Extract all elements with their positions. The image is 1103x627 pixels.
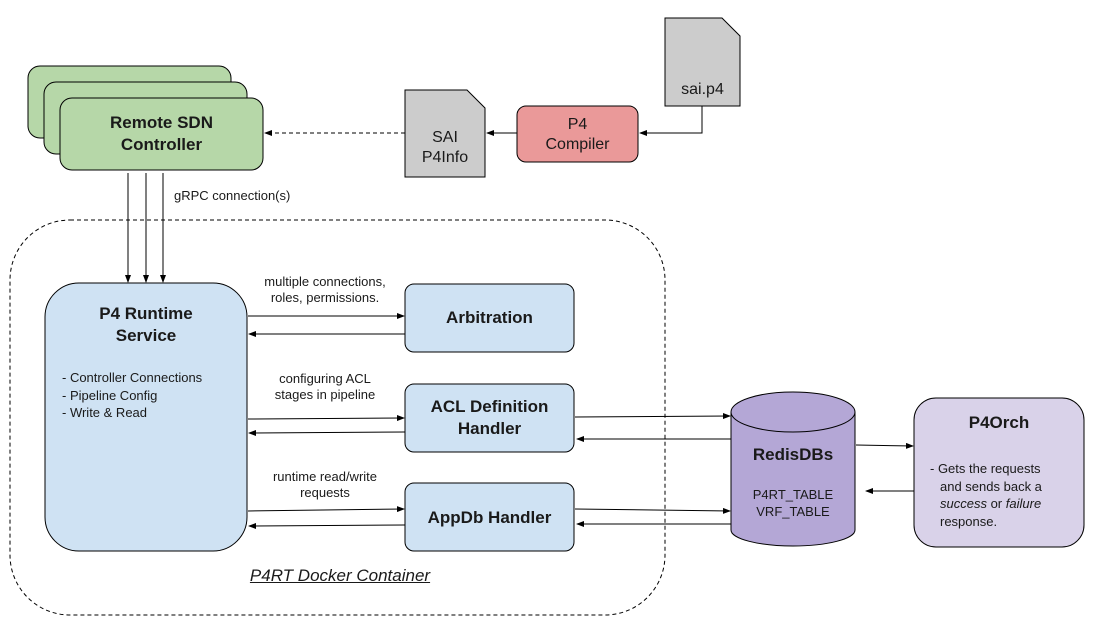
edge-runtime-to-appdb — [247, 506, 405, 513]
arbitration-title: Arbitration — [446, 308, 533, 327]
appdb-edge-label: runtime read/write requests — [250, 469, 400, 501]
edge-acl-to-runtime — [248, 429, 406, 436]
appdb-edge-label-line1: runtime read/write — [272, 469, 378, 484]
redis-table-name: VRF_TABLE — [756, 504, 830, 519]
p4orch-desc-line3: success or failure — [930, 495, 1042, 513]
controller-title-line1: Remote SDN — [110, 113, 213, 132]
acl-edge-label: configuring ACL stages in pipeline — [250, 371, 400, 403]
p4orch-desc-line1: - Gets the requests — [930, 461, 1041, 476]
docker-container-boundary — [9, 219, 666, 616]
compiler-label: P4 Compiler — [517, 115, 638, 155]
p4orch-title: P4Orch — [968, 413, 1030, 432]
appdb-edge-label-line2: requests — [300, 485, 350, 500]
runtime-title-line2: Service — [115, 326, 177, 345]
runtime-feature-item: - Pipeline Config — [62, 387, 158, 403]
p4-runtime-service-box[interactable] — [44, 282, 248, 552]
p4orch-description: - Gets the requests and sends back a suc… — [930, 460, 1042, 530]
success-text: success — [940, 496, 987, 511]
docker-container-label: P4RT Docker Container — [249, 566, 431, 585]
p4-compiler-box[interactable] — [516, 105, 639, 163]
runtime-feature-list: - Controller Connections - Pipeline Conf… — [62, 369, 202, 422]
p4orch-desc-line2: and sends back a — [940, 478, 1042, 494]
compiler-label-line2: Compiler — [545, 136, 610, 153]
arbitration-edge-label: multiple connections, roles, permissions… — [250, 274, 400, 306]
edge-redis-to-p4orch — [855, 442, 914, 449]
redis-tables: P4RT_TABLE VRF_TABLE — [731, 486, 855, 520]
acl-title-line1: ACL Definition — [430, 397, 549, 416]
redis-cylinder[interactable] — [730, 391, 856, 547]
controller-title: Remote SDN Controller — [60, 112, 263, 156]
acl-edge-label-line1: configuring ACL — [279, 371, 371, 386]
or-text: or — [986, 496, 1006, 511]
p4info-label-line2: P4Info — [421, 149, 469, 166]
controller-title-line2: Controller — [120, 135, 203, 154]
failure-text: failure — [1005, 496, 1042, 511]
edge-appdb-to-redis — [574, 507, 731, 514]
runtime-feature-item: - Controller Connections — [62, 370, 203, 385]
edge-acl-to-redis — [574, 413, 731, 420]
edge-saip4-to-compiler — [639, 106, 703, 136]
arbitration-edge-label-line1: multiple connections, — [264, 274, 386, 289]
acl-title-line2: Handler — [457, 419, 522, 438]
runtime-title-line1: P4 Runtime — [99, 304, 193, 323]
sai-p4-file[interactable] — [664, 17, 741, 107]
sai-p4info-file[interactable] — [404, 89, 486, 178]
appdb-title: AppDb Handler — [427, 508, 552, 527]
grpc-label: gRPC connection(s) — [174, 188, 291, 203]
compiler-label-line1: P4 — [567, 116, 588, 133]
edge-appdb-to-runtime — [248, 522, 406, 529]
p4info-label: SAI P4Info — [405, 128, 485, 168]
p4orch-desc-line4: response. — [940, 513, 998, 529]
sai-p4-label: sai.p4 — [681, 81, 724, 98]
appdb-handler-box[interactable] — [404, 482, 575, 552]
acl-title: ACL Definition Handler — [405, 396, 574, 440]
edge-runtime-to-acl — [247, 415, 405, 422]
runtime-title: P4 Runtime Service — [45, 303, 247, 347]
redis-table-name: P4RT_TABLE — [752, 487, 834, 502]
p4orch-box[interactable] — [913, 397, 1085, 548]
runtime-feature-item: - Write & Read — [62, 405, 148, 420]
controller-box[interactable] — [59, 97, 264, 171]
acl-definition-handler-box[interactable] — [404, 383, 575, 453]
acl-edge-label-line2: stages in pipeline — [274, 387, 376, 402]
arbitration-box[interactable] — [404, 283, 575, 353]
p4info-label-line1: SAI — [432, 129, 458, 146]
redis-title: RedisDBs — [752, 445, 834, 464]
arbitration-edge-label-line2: roles, permissions. — [270, 290, 380, 305]
